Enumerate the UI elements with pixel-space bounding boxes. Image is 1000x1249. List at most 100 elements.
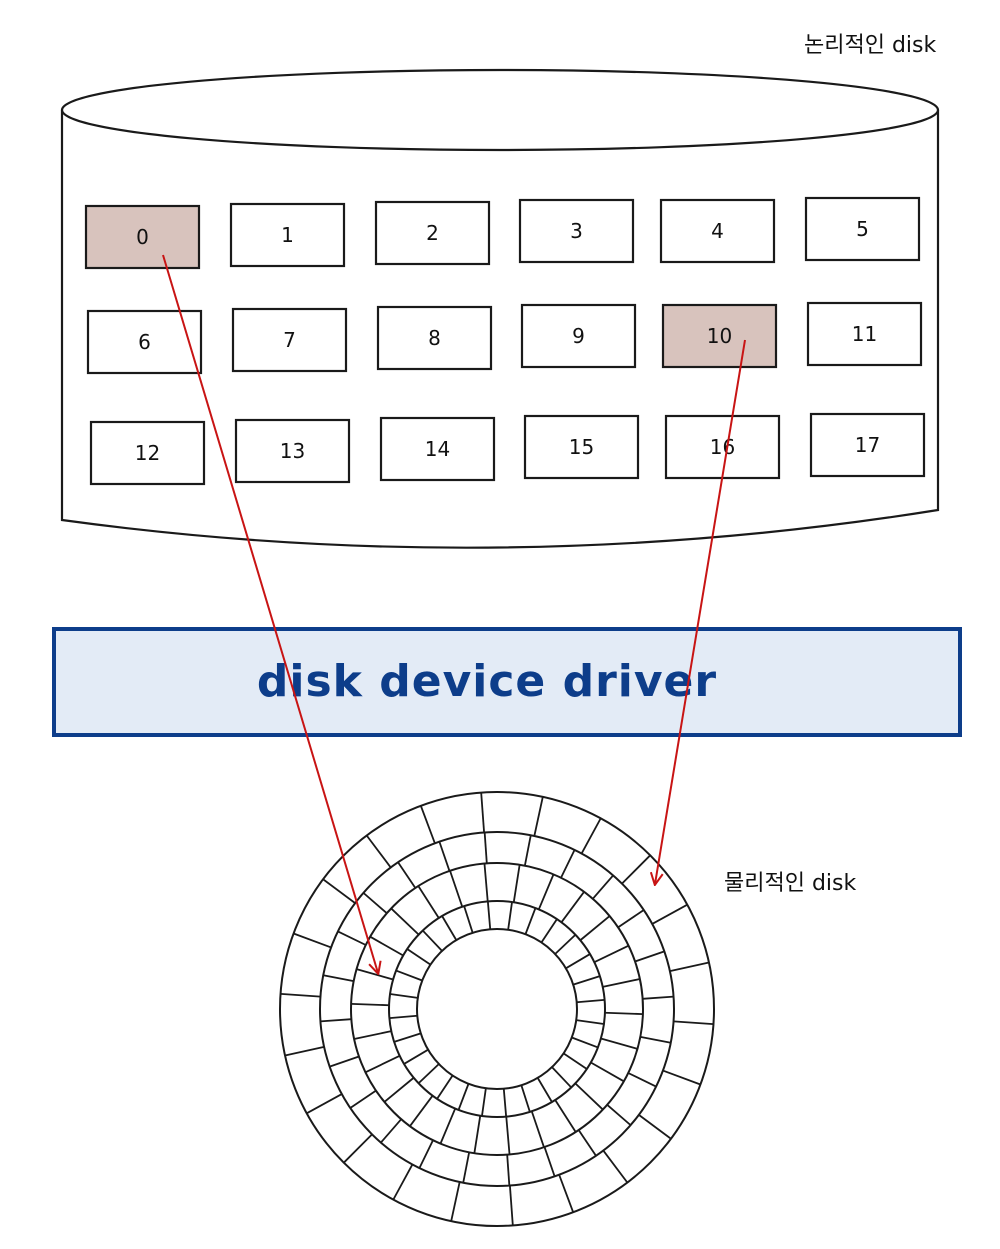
sector-divider [524,907,537,935]
logical-block-5: 5 [804,196,921,262]
logical-block-16: 16 [664,414,781,480]
logical-block-17: 17 [809,412,926,478]
logical-block-number: 3 [570,219,583,243]
track-ring-5 [416,928,578,1090]
logical-block-box [89,420,206,486]
sector-divider [389,1014,418,1020]
sector-divider [481,1088,487,1117]
sector-divider [392,1164,414,1201]
sector-divider [634,950,665,963]
sector-divider [502,1088,508,1117]
logical-block-box [518,198,635,264]
logical-block-15: 15 [523,414,640,480]
sector-divider [395,969,423,982]
cylinder-top [60,68,940,152]
logical-block-number: 16 [710,435,735,459]
sector-divider [520,1084,531,1113]
sector-divider [383,1077,415,1103]
sector-divider [540,918,558,943]
sector-divider [572,975,601,986]
sector-divider [483,863,489,902]
logical-block-number: 13 [280,439,305,463]
logical-block-box [809,412,926,478]
physical-disk-label: 물리적인 disk [724,871,856,896]
sector-divider [436,1075,454,1100]
sector-divider [627,1072,657,1088]
sector-divider [365,1055,401,1074]
sector-divider [351,1003,390,1007]
sector-divider [533,796,544,837]
sector-divider [617,909,645,929]
sector-divider [365,834,392,869]
sector-divider [638,1114,672,1140]
sector-divider [642,995,674,1000]
sector-divider [403,1048,429,1065]
sector-divider [450,1181,461,1222]
logical-block-box [523,414,640,480]
logical-block-0: 0 [84,204,201,270]
sector-divider [530,1110,545,1148]
sector-divider [457,1083,470,1111]
sector-divider [602,978,641,988]
logical-block-number: 2 [426,221,439,245]
sector-divider [449,870,464,908]
sector-divider [462,1152,471,1183]
sector-divider [353,1030,392,1040]
driver-box [52,627,962,737]
logical-block-9: 9 [520,303,637,369]
sector-divider [369,935,404,957]
sector-divider [560,849,576,879]
sector-divider [473,1115,482,1154]
sector-divider [563,1052,588,1070]
logical-block-box [661,303,778,369]
sector-divider [536,1077,553,1103]
sector-divider [284,1046,325,1057]
sector-divider [397,861,417,889]
disk-device-driver: disk device driver [52,627,962,737]
sector-divider [577,1129,597,1157]
logical-block-box [234,418,351,484]
sector-divider [329,1055,360,1068]
sector-divider [322,878,356,904]
sector-divider [604,1011,643,1015]
sector-divider [551,1066,572,1089]
sector-divider [560,891,585,923]
track-ring-4 [388,900,606,1118]
sector-divider [418,1139,434,1169]
logical-block-2: 2 [374,200,491,266]
sector-divider [356,968,394,981]
logical-block-number: 4 [711,219,724,243]
logical-block-box [520,303,637,369]
logical-block-number: 10 [707,324,732,348]
logical-block-11: 11 [806,301,923,367]
sector-divider [662,1069,701,1086]
sector-divider [505,1116,511,1155]
logical-block-7: 7 [231,307,348,373]
logical-block-13: 13 [234,418,351,484]
sector-divider [406,948,431,966]
logical-block-box [84,204,201,270]
sector-divider [669,961,710,972]
driver-label: disk device driver [257,656,717,707]
sector-divider [441,915,458,941]
sector-divider [486,901,492,930]
sector-divider [590,1061,625,1083]
sector-divider [537,874,555,910]
sector-divider [389,993,418,999]
logical-block-number: 0 [136,225,149,249]
mapping-arrow-block-10 [655,339,746,884]
sector-divider [602,1149,629,1184]
logical-block-12: 12 [89,420,206,486]
sector-divider [554,1099,577,1133]
sector-divider [509,1185,514,1226]
logical-block-box [806,301,923,367]
logical-block-number: 8 [428,326,441,350]
logical-block-3: 3 [518,198,635,264]
sector-divider [349,1089,377,1109]
sector-divider [393,1032,422,1043]
track-ring-1 [279,791,715,1227]
track-ring-2 [319,831,675,1187]
sector-divider [323,974,354,983]
logical-block-number: 9 [572,324,585,348]
